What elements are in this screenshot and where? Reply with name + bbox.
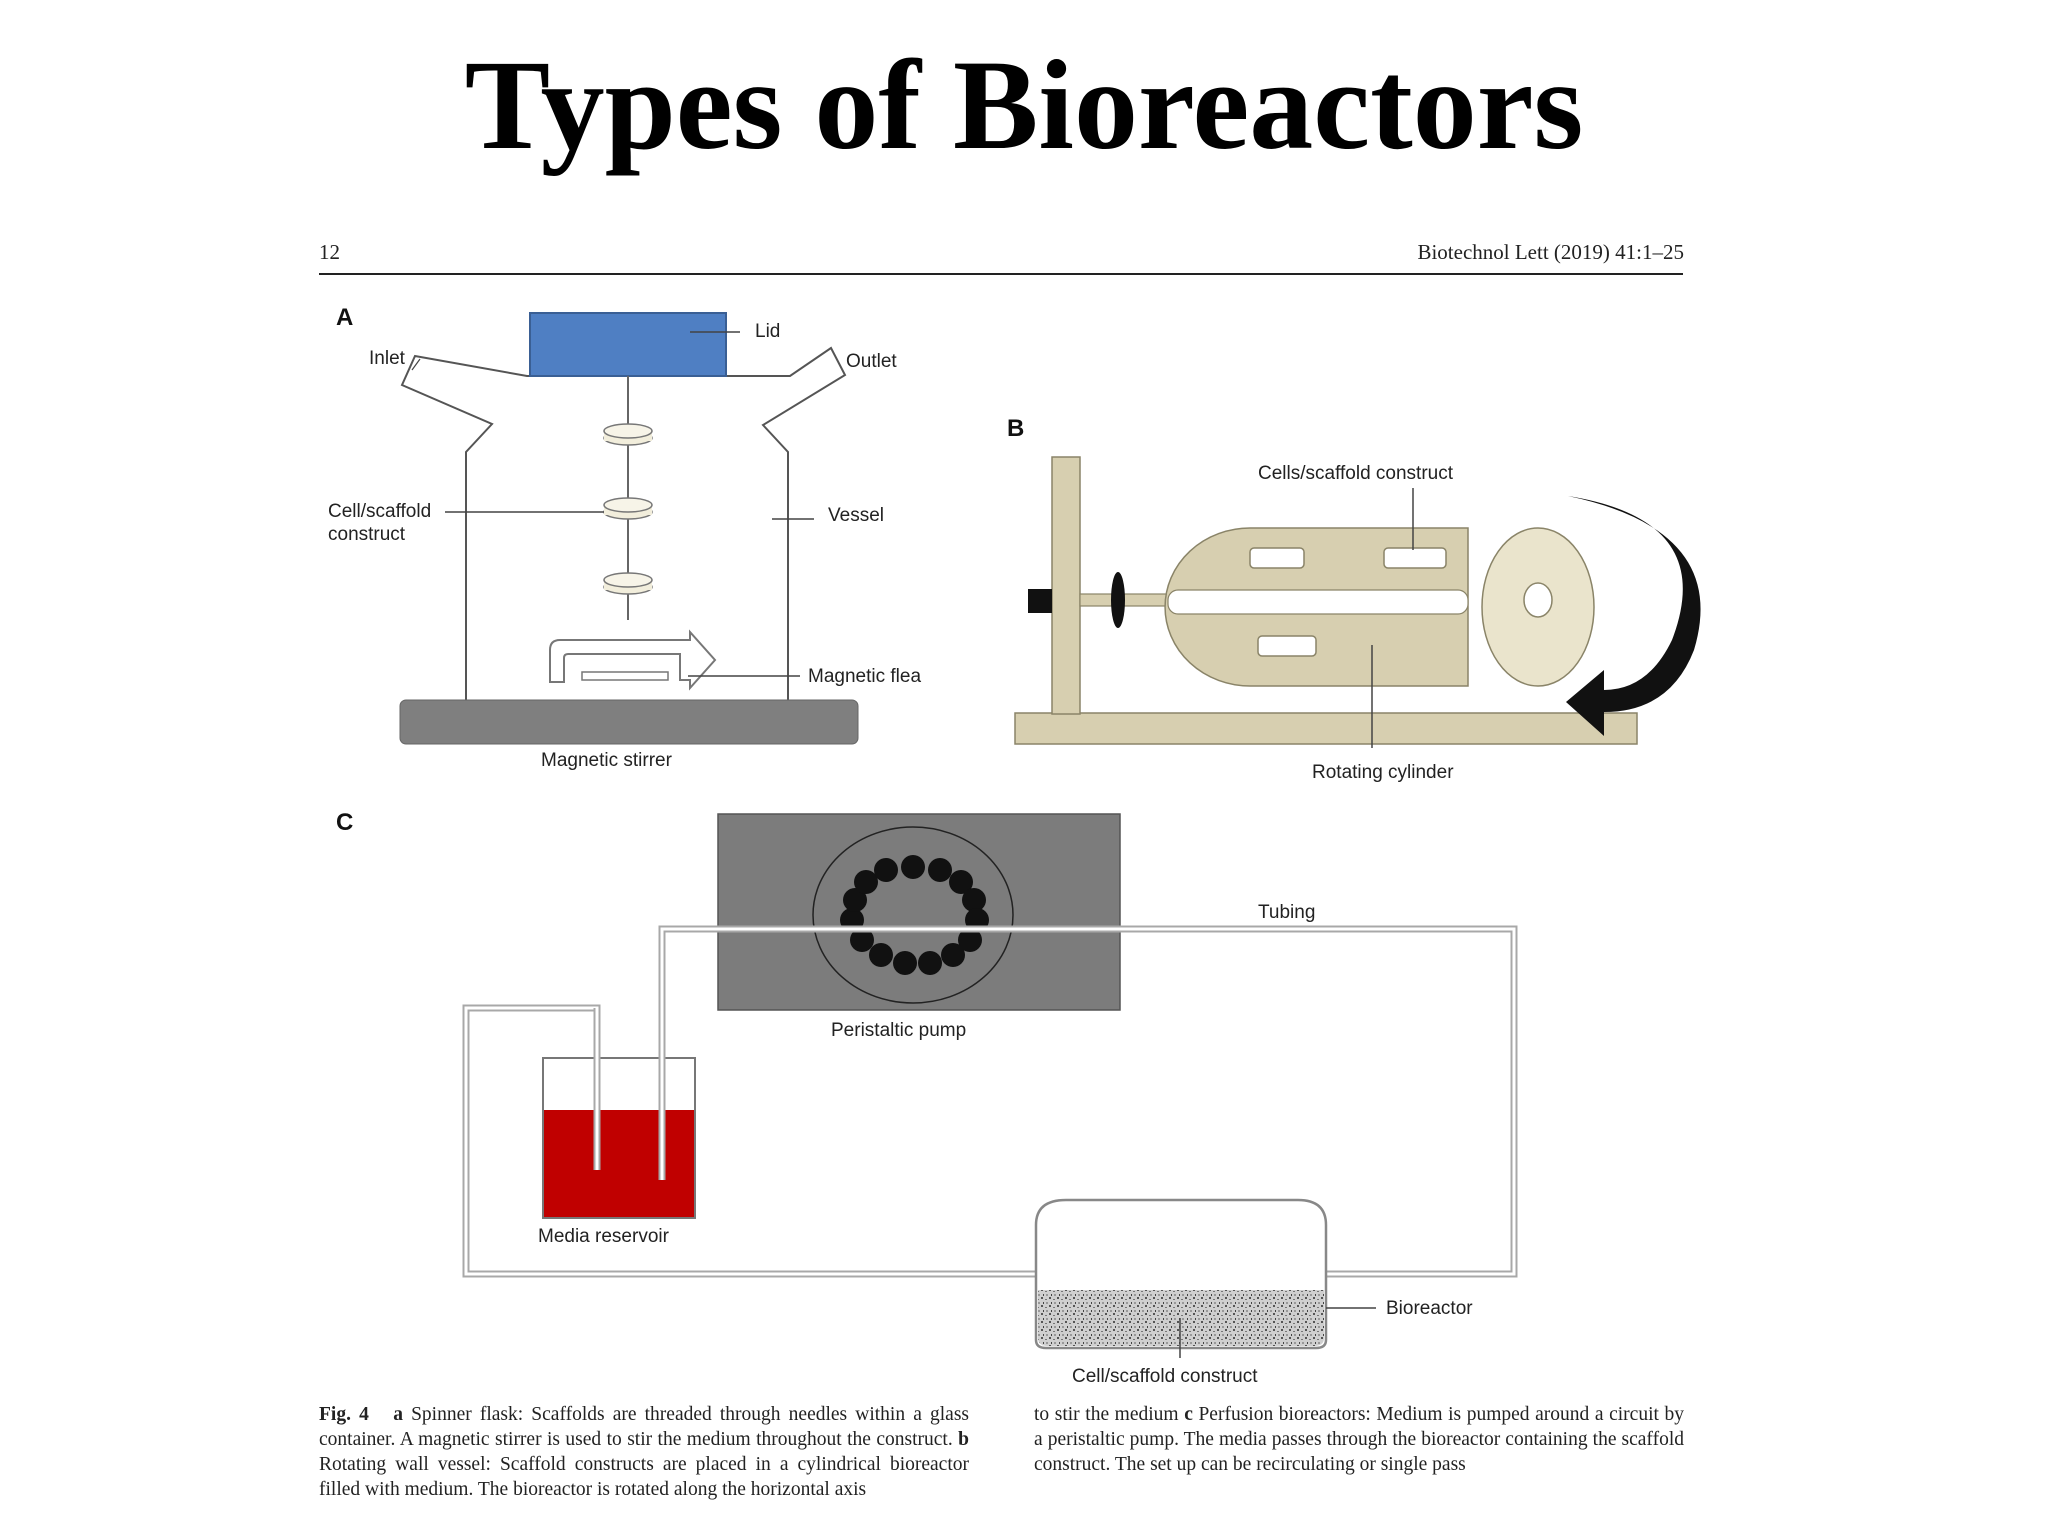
scaffold-disc xyxy=(603,497,653,520)
caption-key-a: a xyxy=(393,1404,403,1425)
magnetic-flea xyxy=(581,671,669,681)
scaffold-construct xyxy=(1038,1290,1324,1346)
rwv-post xyxy=(1051,456,1081,715)
header-rule xyxy=(319,273,1683,275)
scaffold-disc xyxy=(603,423,653,446)
journal-reference: Biotechnol Lett (2019) 41:1–25 xyxy=(1417,240,1684,264)
panel-a-label: A xyxy=(336,304,353,331)
scaffold-disc xyxy=(1383,547,1447,569)
caption-text-b: Rotating wall vessel: Scaffold construct… xyxy=(319,1454,969,1500)
label-outlet: Outlet xyxy=(846,351,897,372)
rwv-base xyxy=(1014,712,1638,745)
magnetic-stirrer xyxy=(399,699,859,745)
label-peristaltic-pump: Peristaltic pump xyxy=(831,1020,966,1041)
label-rotating-cylinder: Rotating cylinder xyxy=(1312,762,1454,783)
label-cell-scaffold-construct: Cell/scaffold construct xyxy=(1072,1366,1258,1387)
figure-caption-right: to stir the medium c Perfusion bioreacto… xyxy=(1034,1402,1684,1477)
scaffold-disc xyxy=(603,572,653,595)
caption-text-a: Spinner flask: Scaffolds are threaded th… xyxy=(319,1404,969,1450)
panel-a-spinner-flask: A Inl xyxy=(328,304,921,771)
label-media-reservoir: Media reservoir xyxy=(538,1226,670,1247)
panel-c-label: C xyxy=(336,809,353,836)
panel-c-perfusion-bioreactor: C xyxy=(336,809,1518,1387)
panel-b-label: B xyxy=(1007,415,1024,442)
caption-key-b: b xyxy=(958,1429,970,1450)
figure-caption-left: Fig. 4 a Spinner flask: Scaffolds are th… xyxy=(319,1402,969,1502)
label-magnetic-stirrer: Magnetic stirrer xyxy=(541,750,673,771)
label-inlet: Inlet xyxy=(369,348,406,369)
stirring-arrow-icon xyxy=(549,629,717,691)
pump-rollers xyxy=(840,855,989,975)
rotation-arrow-icon xyxy=(1566,496,1701,736)
caption-fig-label: Fig. 4 xyxy=(319,1404,369,1425)
bioreactor-figure: A Inl xyxy=(328,304,1701,1387)
label-cells-scaffold: Cells/scaffold construct xyxy=(1258,463,1454,484)
media-reservoir xyxy=(542,1057,696,1219)
rwv-washer xyxy=(1111,572,1125,628)
label-tubing: Tubing xyxy=(1258,902,1315,923)
caption-key-c: c xyxy=(1184,1404,1193,1425)
flask-lid xyxy=(529,312,727,377)
scaffold-disc xyxy=(1257,635,1317,657)
page-number: 12 xyxy=(319,240,340,264)
label-construct: construct xyxy=(328,524,406,545)
caption-text-continued: to stir the medium xyxy=(1034,1404,1179,1425)
rwv-knob xyxy=(1028,589,1052,613)
slide-title: Types of Bioreactors xyxy=(464,34,1584,176)
caption-text-c: Perfusion bioreactors: Medium is pumped … xyxy=(1034,1404,1685,1475)
panel-b-rotating-wall-vessel: B Cells/scaffold construct Rotating xyxy=(1007,415,1701,783)
media-fill xyxy=(544,1110,694,1217)
scaffold-disc xyxy=(1249,547,1305,569)
label-vessel: Vessel xyxy=(828,505,884,526)
label-magnetic-flea: Magnetic flea xyxy=(808,666,921,687)
label-cell-scaffold: Cell/scaffold xyxy=(328,501,431,522)
label-lid: Lid xyxy=(755,321,780,342)
label-bioreactor: Bioreactor xyxy=(1386,1298,1473,1319)
